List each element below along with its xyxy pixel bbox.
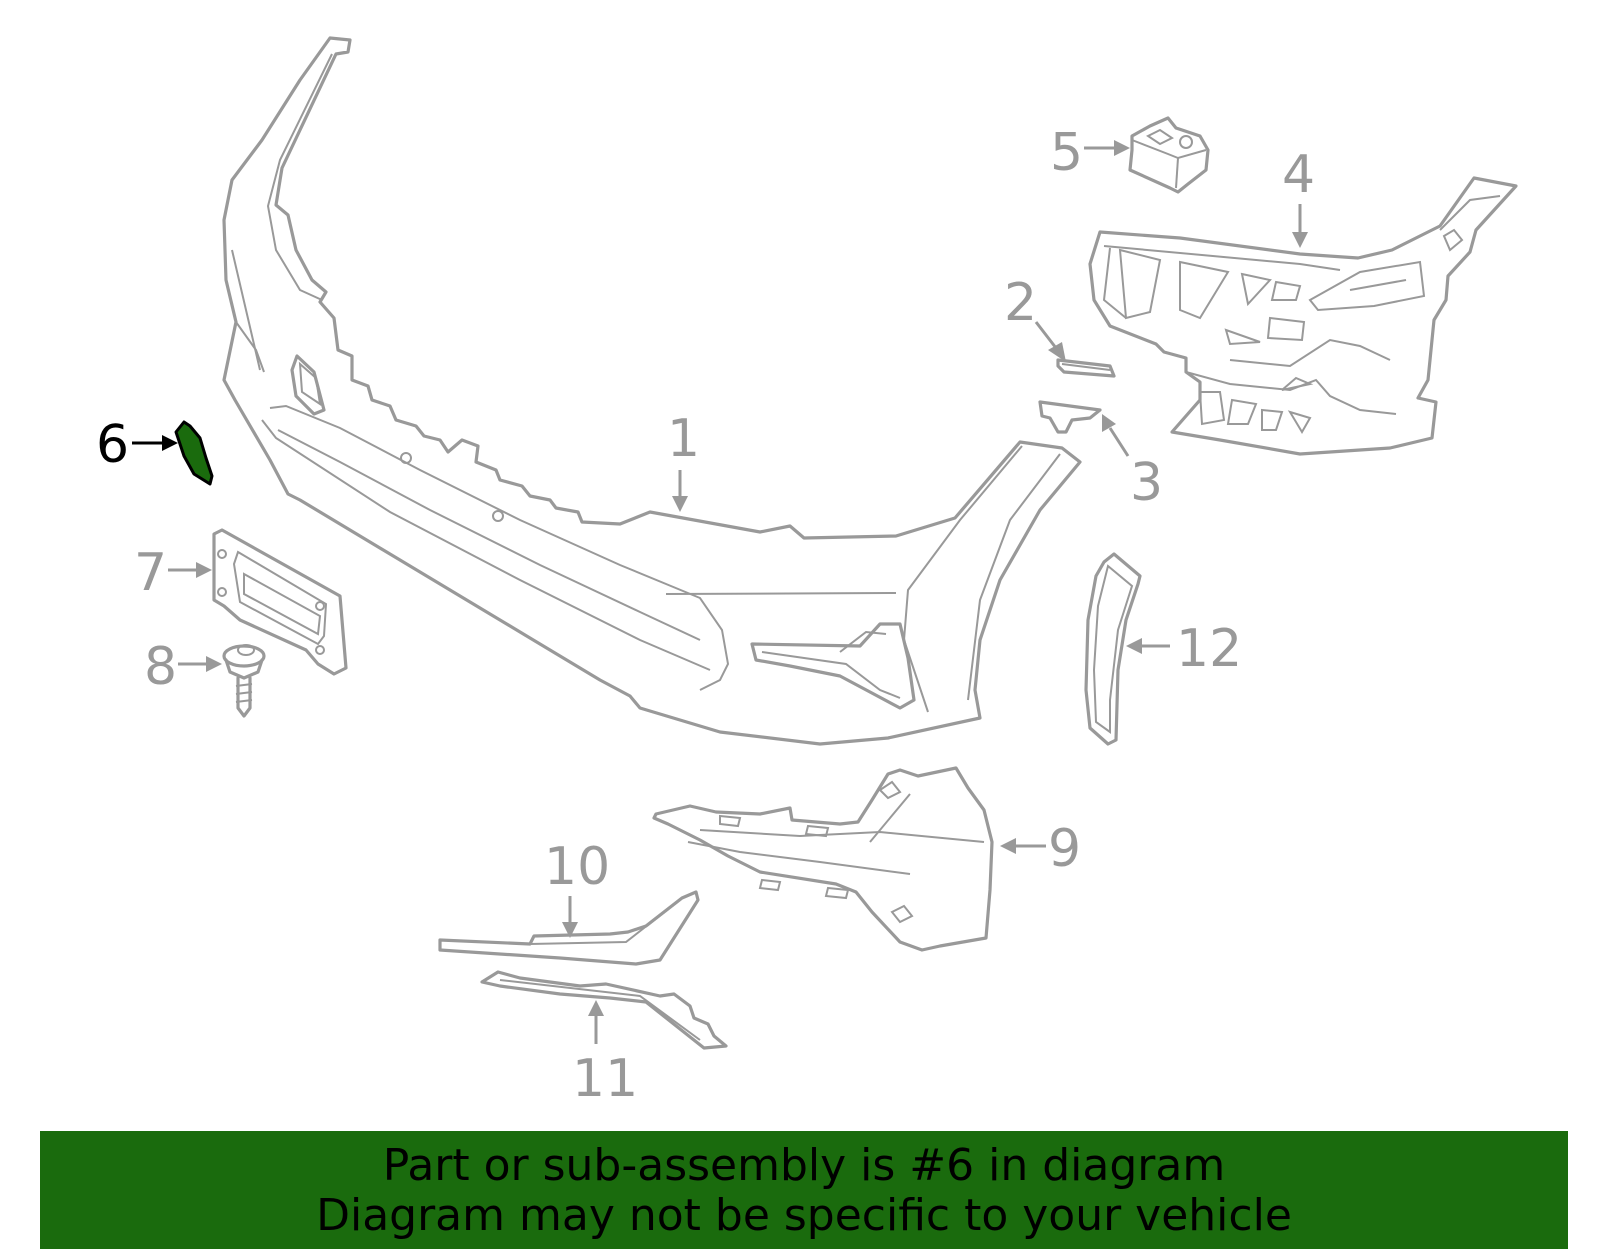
part-9-grille-trim	[652, 766, 994, 952]
arrowhead-3	[1102, 414, 1116, 432]
callout-11: 11	[572, 1049, 638, 1109]
callout-4: 4	[1282, 145, 1315, 205]
part-5-clip-nut	[1128, 116, 1210, 194]
callout-5: 5	[1050, 123, 1083, 183]
part-2-bracket-strip	[1056, 358, 1116, 378]
callout-12: 12	[1176, 619, 1242, 679]
arrowhead-2	[1048, 342, 1066, 362]
arrowhead-10	[562, 922, 578, 938]
arrowhead-11	[588, 1000, 604, 1016]
callout-7: 7	[134, 543, 167, 603]
part-1-bumper-cover	[222, 36, 1082, 746]
callout-10: 10	[544, 837, 610, 897]
arrow-2	[1034, 321, 1058, 349]
part-3-clip	[1038, 400, 1102, 434]
arrowhead-7	[196, 562, 212, 578]
part-11-trim-strip	[480, 970, 728, 1050]
callout-labels: 1 2 3 4 5 6 7 8 9 10 11 12	[96, 123, 1315, 1109]
info-banner: Part or sub-assembly is #6 in diagram Di…	[40, 1131, 1568, 1249]
part-6-highlighted-cover	[174, 420, 214, 486]
part-8-screw	[222, 644, 266, 718]
arrowhead-8	[206, 656, 222, 672]
part-7-license-plate-bracket	[212, 528, 348, 676]
leader-arrows	[132, 140, 1308, 1044]
callout-1: 1	[667, 409, 700, 469]
part-6-shape	[174, 420, 214, 486]
banner-line-1: Part or sub-assembly is #6 in diagram	[382, 1140, 1226, 1191]
part-12-side-trim	[1084, 552, 1142, 746]
arrowhead-12	[1126, 638, 1142, 654]
callout-9: 9	[1048, 819, 1081, 879]
banner-line-2: Diagram may not be specific to your vehi…	[316, 1190, 1292, 1241]
arrowhead-9	[1000, 838, 1016, 854]
arrowhead-1	[672, 496, 688, 512]
part-4-mounting-bracket	[1088, 176, 1518, 456]
arrowhead-5	[1114, 140, 1130, 156]
callout-2: 2	[1004, 273, 1037, 333]
callout-8: 8	[144, 637, 177, 697]
arrow-3	[1108, 427, 1130, 457]
arrowhead-6	[162, 435, 178, 451]
part-10-trim-strip	[438, 890, 700, 966]
arrowhead-4	[1292, 232, 1308, 248]
callout-6: 6	[96, 415, 129, 475]
parts-diagram: 1 2 3 4 5 6 7 8 9 10 11 12	[96, 36, 1518, 1109]
callout-3: 3	[1130, 453, 1163, 513]
